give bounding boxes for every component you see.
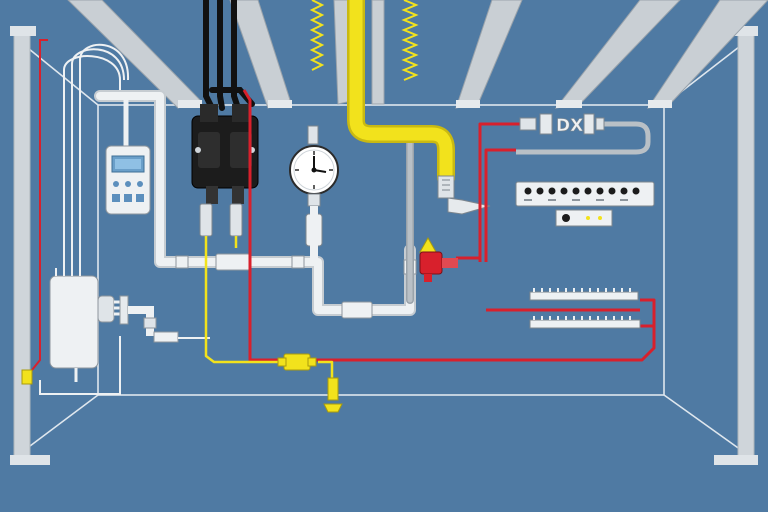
pipe-coupling — [341, 301, 373, 319]
left-wire-bundle — [27, 39, 130, 376]
valve — [419, 236, 458, 282]
pipe-coupling — [175, 255, 189, 269]
thermostat-display — [115, 159, 141, 169]
wall-outlet — [21, 369, 33, 385]
pressure-gauge — [289, 125, 339, 262]
yellow-wires — [204, 236, 334, 384]
pipe-coupling — [291, 255, 305, 269]
red-wires — [242, 89, 656, 362]
upper-right-cable: DX — [516, 113, 651, 155]
beam-caps — [178, 100, 672, 108]
left-wall-column — [10, 26, 50, 465]
water-heater-tank — [49, 266, 179, 382]
svg-text:DX: DX — [556, 116, 583, 136]
ceiling-spring-right — [401, 0, 419, 81]
right-wall-column — [714, 26, 758, 465]
thermostat — [105, 145, 151, 215]
connector — [277, 353, 317, 371]
gas-pipe-yellow — [347, 0, 455, 187]
floor-valve — [323, 377, 343, 413]
switch-indicator-panel — [555, 209, 613, 227]
ceiling-beam — [371, 0, 385, 105]
gas-nozzle — [437, 175, 491, 215]
ceiling-spring-left — [309, 0, 325, 71]
power-strip-upper — [529, 288, 639, 301]
breaker-terminals — [199, 203, 243, 237]
circuit-breaker-panel — [191, 104, 259, 204]
pipe-coupling — [215, 253, 251, 271]
floor-cable-white — [39, 336, 210, 395]
pipe-couplings — [175, 253, 417, 319]
power-strip-lower — [529, 316, 641, 329]
network-switch — [515, 181, 655, 207]
